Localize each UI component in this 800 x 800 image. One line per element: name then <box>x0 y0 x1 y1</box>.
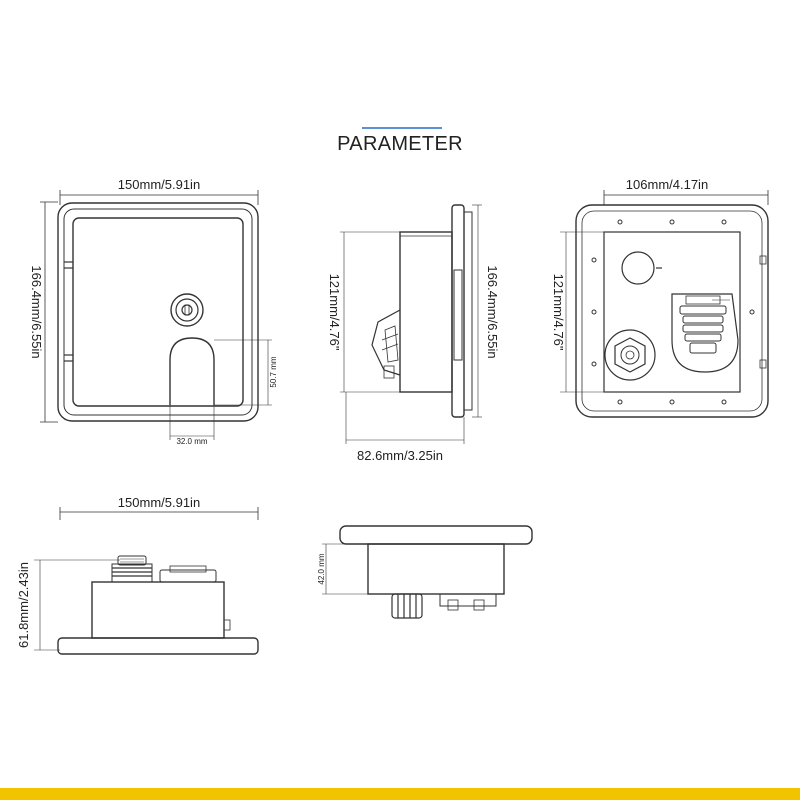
back-flange <box>575 204 769 418</box>
title-accent-rule <box>362 127 442 129</box>
threaded-inlet-icon <box>671 293 739 373</box>
front-height-label: 166.4mm/6.55in <box>29 265 44 358</box>
bottom-threaded-inlet-icon <box>111 555 153 583</box>
lock-icon <box>170 293 204 327</box>
front-width-label: 150mm/5.91in <box>118 177 200 192</box>
side-inner-height-label: 121mm/4.76" <box>327 274 342 351</box>
side-outer-height-label: 166.4mm/6.55in <box>485 265 500 358</box>
front-opening-height-label: 50.7 mm <box>269 356 278 387</box>
bottom-flange <box>57 637 259 655</box>
bottom-height-label: 61.8mm/2.43in <box>16 562 31 648</box>
bottom-accent-bar <box>0 788 800 800</box>
front-opening-width-label: 32.0 mm <box>176 437 207 446</box>
back-view: 106mm/4.17in 121mm/4.76" <box>551 177 769 418</box>
front-outer-frame <box>57 202 259 422</box>
back-body <box>603 231 741 393</box>
top-body <box>367 543 505 595</box>
side-view: 121mm/4.76" 166.4mm/6.55in 82.6mm/3.25in <box>327 204 500 463</box>
side-spout <box>371 309 401 376</box>
top-flange <box>339 525 533 545</box>
hex-fitting-icon <box>604 329 656 381</box>
bottom-view: 150mm/5.91in 61.8mm/2.43in <box>16 495 259 655</box>
front-view: 150mm/5.91in 166.4mm/6.55in 50.7 mm <box>29 177 278 446</box>
side-body <box>399 231 453 393</box>
back-height-label: 121mm/4.76" <box>551 274 566 351</box>
top-height-label: 42.0 mm <box>317 553 326 584</box>
side-depth-label: 82.6mm/3.25in <box>357 448 443 463</box>
page-title: PARAMETER <box>337 133 463 155</box>
top-view: 42.0 mm <box>317 525 533 619</box>
bottom-body <box>91 581 225 639</box>
bottom-width-label: 150mm/5.91in <box>118 495 200 510</box>
back-width-label: 106mm/4.17in <box>626 177 708 192</box>
top-bracket <box>439 593 497 611</box>
back-lock-cylinder <box>621 251 655 285</box>
front-hose-cutout <box>169 337 215 405</box>
top-hex-fitting-icon <box>391 593 423 619</box>
front-door-panel <box>72 217 244 407</box>
